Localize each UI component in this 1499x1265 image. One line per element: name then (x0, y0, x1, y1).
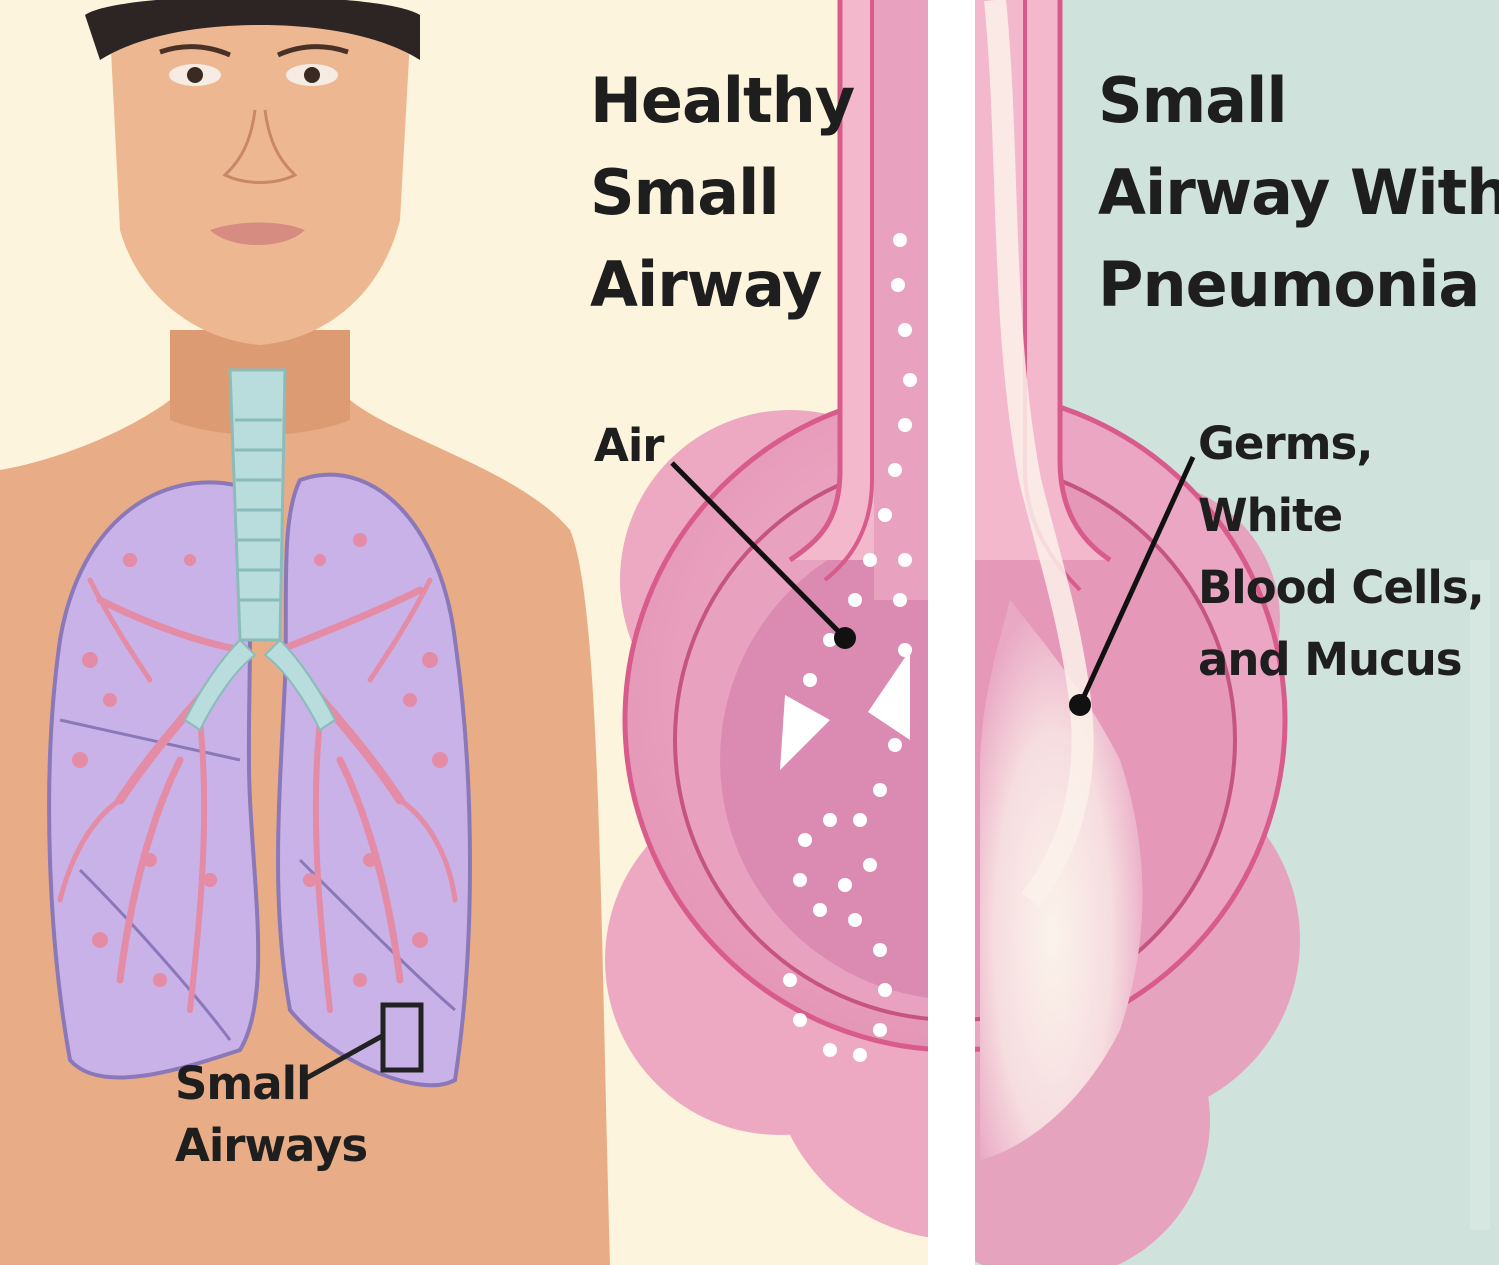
right-lung (49, 482, 258, 1077)
air-label: Air (594, 410, 663, 482)
pneumonia-airway-title: Small Airway With Pneumonia (1098, 55, 1499, 331)
germs-label: Germs, White Blood Cells, and Mucus (1198, 408, 1484, 696)
healthy-airway-title: Healthy Small Airway (590, 55, 854, 331)
divider (928, 0, 975, 1265)
small-airways-label: Small Airways (175, 1053, 367, 1177)
